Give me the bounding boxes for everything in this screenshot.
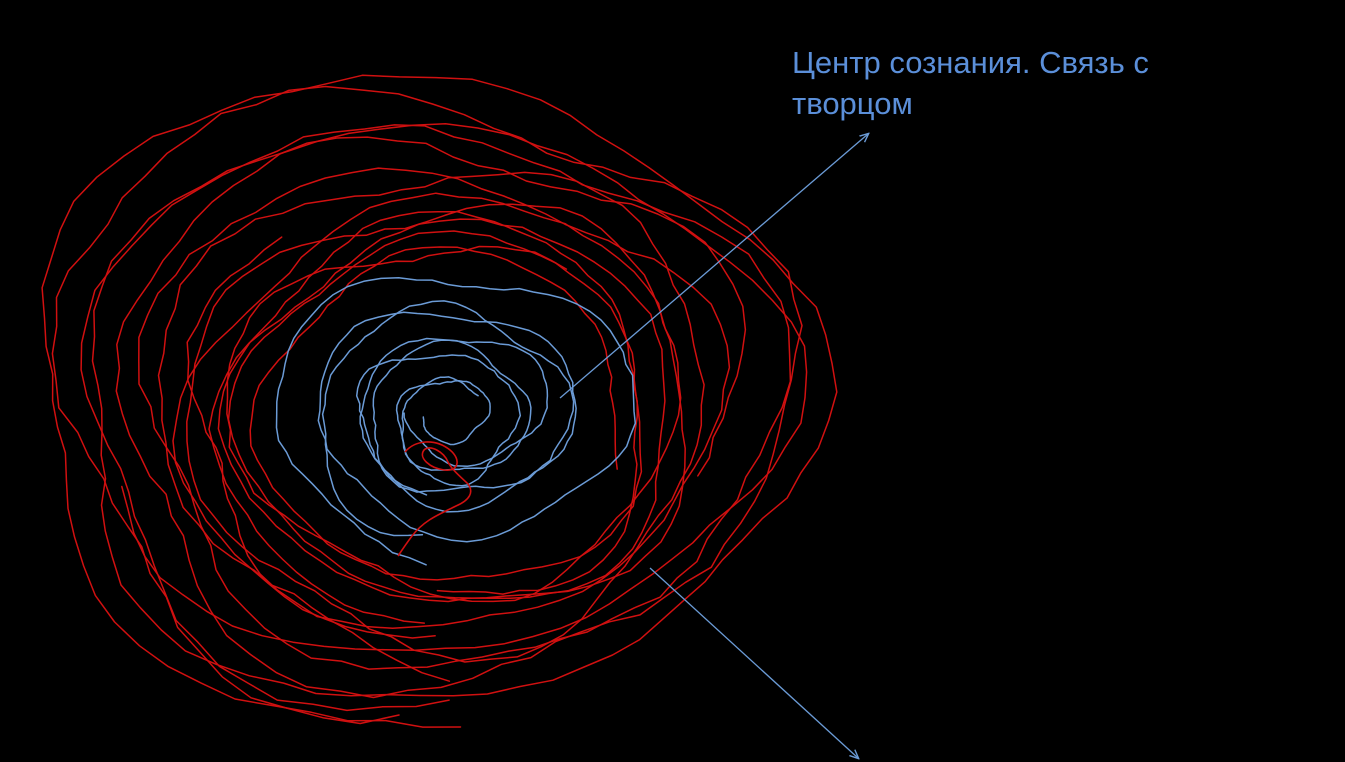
outer-spiral-stroke <box>80 124 792 712</box>
inner-spiral-stroke <box>321 300 575 537</box>
outer-spiral-stroke <box>157 171 705 682</box>
pointer-down-arrow-icon <box>649 567 858 758</box>
outer-spiral-stroke <box>172 192 686 639</box>
outer-spiral-icon <box>41 74 838 728</box>
pointer-to-caption-arrow-icon <box>559 134 868 399</box>
caption-text: Центр сознания. Связь с творцом <box>792 45 1149 121</box>
outer-spiral-stroke <box>51 85 803 725</box>
inner-spiral-stroke <box>275 277 637 566</box>
outer-spiral-stroke <box>208 218 666 624</box>
inner-spiral-icon <box>275 277 637 566</box>
center-loop-icon <box>397 441 472 557</box>
inner-spiral-stroke <box>355 354 522 496</box>
